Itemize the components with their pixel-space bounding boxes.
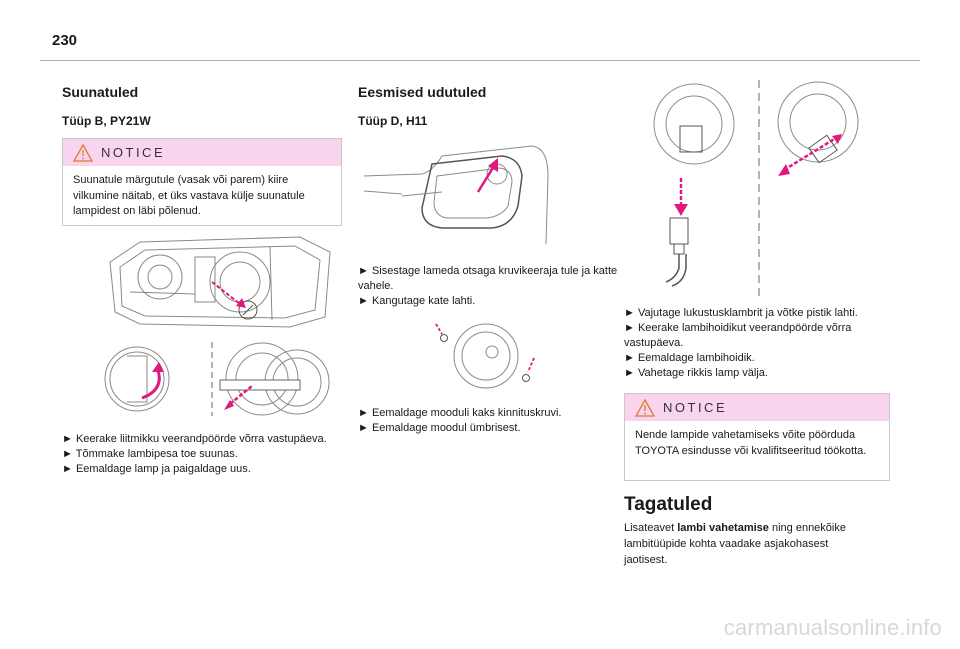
warning-icon: [635, 399, 655, 417]
step-item: ► Eemaldage lambihoidik.: [624, 352, 755, 364]
headlamp-assembly-illustration: [109, 236, 331, 328]
step-item: ► Sisestage lameda otsaga kruvikeeraja t…: [358, 265, 618, 292]
watermark: carmanualsonline.info: [723, 615, 942, 640]
step-item: ► Vajutage lukustusklambrit ja võtke pis…: [624, 307, 858, 319]
fog-light-cover-illustration: [363, 145, 549, 245]
tail-lights-paragraph: Lisateavet lambi vahetamise ning ennekõi…: [624, 520, 874, 568]
section-heading-fog-lights: Eesmised udutuled: [358, 84, 487, 100]
paragraph-bold: lambi vahetamise: [677, 522, 769, 534]
section-heading-tail-lights: Tagatuled: [624, 494, 713, 515]
step-item: ► Eemaldage mooduli kaks kinnituskruvi.: [358, 407, 562, 419]
notice-title: NOTICE: [101, 145, 166, 160]
subheading-type-d: Tüüp D, H11: [358, 114, 428, 128]
step-item: ► Eemaldage lamp ja paigaldage uus.: [62, 463, 251, 475]
paragraph-text: ning ennekõike lambitüüpide kohta vaadak…: [624, 522, 846, 566]
paragraph-text: Lisateavet: [624, 522, 678, 534]
steps-fog-bulb: ► Vajutage lukustusklambrit ja võtke pis…: [624, 306, 894, 381]
step-item: ► Keerake liitmikku veerandpöörde võrra …: [62, 433, 327, 445]
notice-box: NOTICE Nende lampide vahetamiseks võite …: [624, 393, 890, 481]
step-item: ► Eemaldage moodul ümbrisest.: [358, 422, 521, 434]
notice-text: Suunatule märgutule (vasak või parem) ki…: [73, 174, 305, 217]
fog-module-illustration: [435, 323, 535, 389]
steps-turn-signal: ► Keerake liitmikku veerandpöörde võrra …: [62, 432, 332, 477]
steps-fog-cover: ► Sisestage lameda otsaga kruvikeeraja t…: [358, 264, 620, 309]
subheading-type-b: Tüüp B, PY21W: [62, 114, 151, 128]
step-item: ► Tõmmake lambipesa toe suunas.: [62, 448, 238, 460]
section-heading-turn-signals: Suunatuled: [62, 84, 139, 100]
fog-bulb-connector-illustration: [653, 80, 859, 300]
notice-box: NOTICE Suunatule märgutule (vasak või pa…: [62, 138, 342, 226]
bulb-socket-illustration: [104, 342, 330, 416]
top-divider: [40, 60, 920, 61]
step-item: ► Vahetage rikkis lamp välja.: [624, 367, 768, 379]
step-item: ► Keerake lambihoidikut veerandpöörde võ…: [624, 322, 852, 349]
page-number: 230: [52, 32, 78, 49]
steps-fog-module: ► Eemaldage mooduli kaks kinnituskruvi. …: [358, 406, 620, 436]
notice-header: NOTICE: [63, 139, 341, 166]
notice-title: NOTICE: [663, 400, 728, 415]
warning-icon: [73, 144, 93, 162]
notice-header: NOTICE: [625, 394, 889, 421]
notice-text: Nende lampide vahetamiseks võite pöördud…: [635, 429, 867, 457]
step-item: ► Kangutage kate lahti.: [358, 295, 476, 307]
